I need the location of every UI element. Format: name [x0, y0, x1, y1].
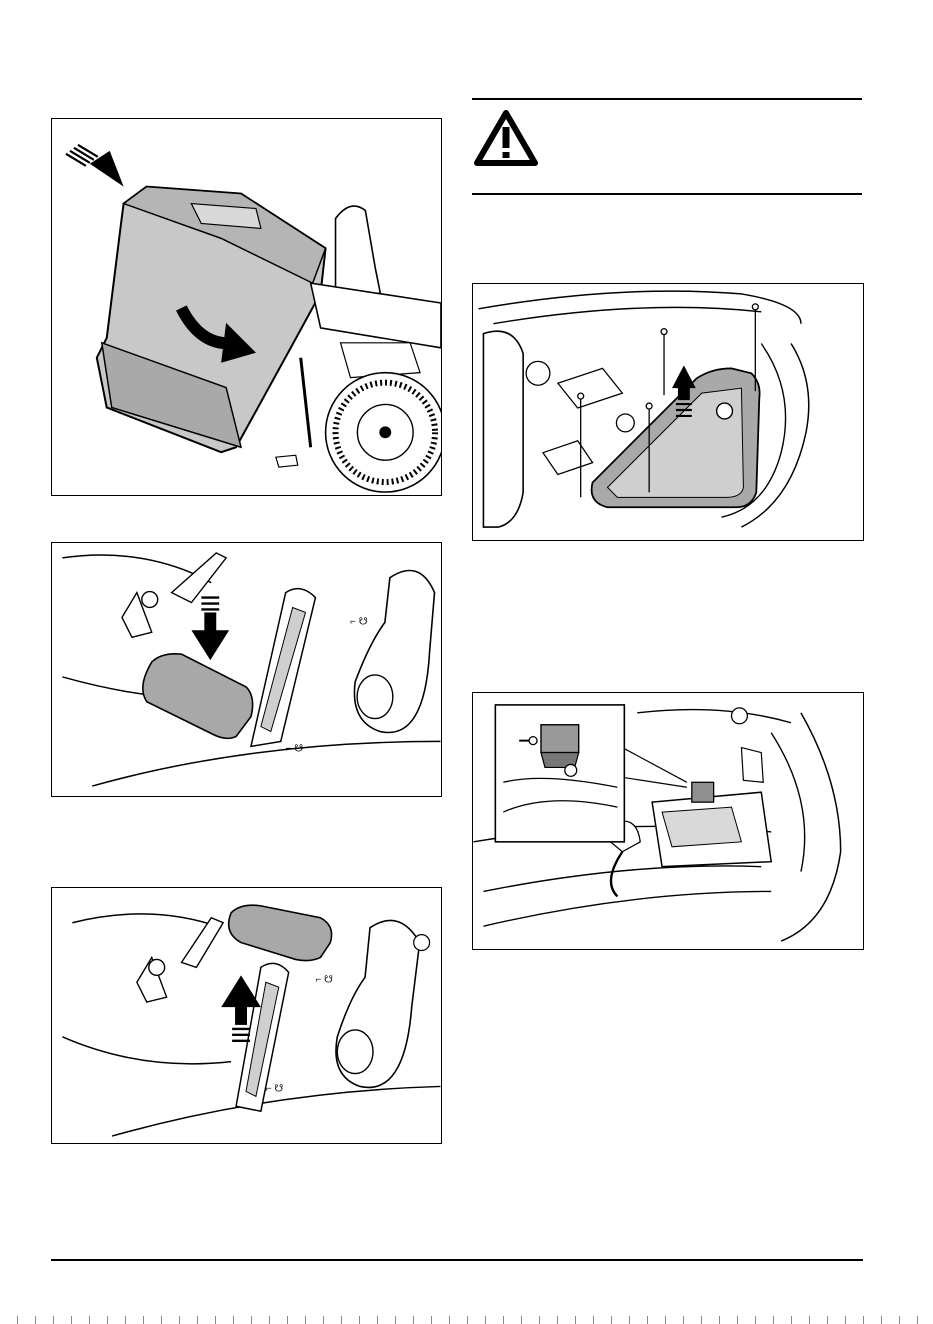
crop-marks — [0, 1316, 933, 1324]
warning-triangle-icon — [474, 110, 538, 166]
figure-pedal-down: ⌐ ☋ ⌐ ☋ — [51, 542, 442, 797]
figure-pedal-up: ⌐ ☋ ⌐ ☋ — [51, 887, 442, 1144]
svg-text:⌐ ☋: ⌐ ☋ — [350, 616, 368, 627]
grass-collector-icon — [52, 119, 441, 495]
cover-screws-icon — [473, 284, 863, 540]
svg-text:⌐ ☋: ⌐ ☋ — [315, 974, 333, 985]
pedal-release-icon: ⌐ ☋ ⌐ ☋ — [52, 888, 441, 1143]
warning-bottom-rule — [472, 193, 862, 195]
figure-connector-detail — [472, 692, 864, 950]
svg-text:⌐ ☋: ⌐ ☋ — [286, 743, 304, 754]
figure-cover-removal — [472, 283, 864, 541]
figure-collector-attach — [51, 118, 442, 496]
pedal-press-icon: ⌐ ☋ ⌐ ☋ — [52, 543, 441, 796]
footer-rule — [51, 1259, 863, 1261]
connector-icon — [473, 693, 863, 949]
warning-top-rule — [472, 98, 862, 100]
svg-text:⌐ ☋: ⌐ ☋ — [266, 1083, 284, 1094]
